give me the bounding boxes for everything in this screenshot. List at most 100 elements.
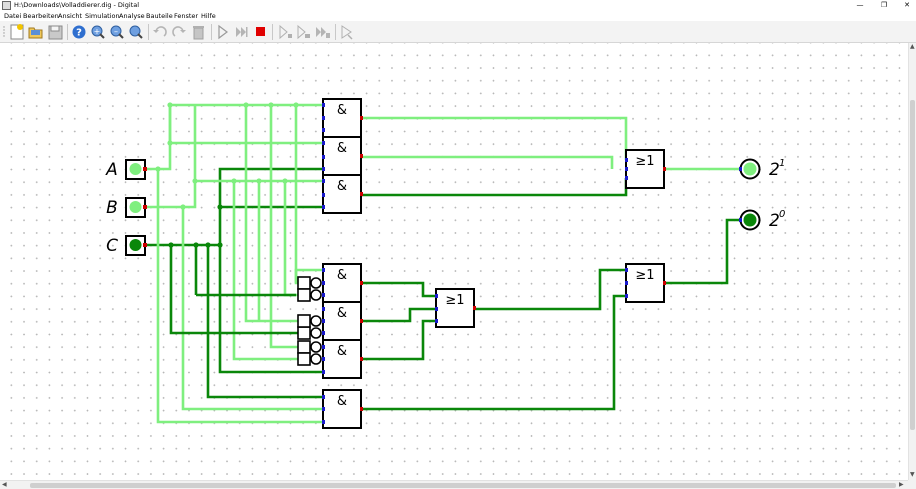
menu-bearbeiten[interactable]: Bearbeiten (23, 12, 59, 20)
wire-junction (180, 204, 186, 210)
scroll-right-icon[interactable]: ▶ (899, 481, 904, 488)
output-led (743, 213, 757, 227)
wire-junction (268, 102, 274, 108)
stop-icon[interactable] (256, 27, 265, 36)
run-icon[interactable] (218, 24, 228, 40)
input-C: C (106, 235, 147, 256)
wire (361, 281, 436, 298)
zoom-out-icon[interactable]: – (110, 25, 124, 39)
gate-input-pin (322, 167, 325, 171)
gate-output-pin (360, 281, 363, 285)
open-file-icon[interactable] (28, 27, 43, 39)
and-gate-1: & (322, 98, 363, 138)
gate-output-pin (360, 407, 363, 411)
gate-input-pin (322, 281, 325, 285)
inverter-bubble (310, 353, 322, 365)
wire (361, 319, 436, 361)
scroll-down-icon[interactable]: ▼ (910, 471, 915, 478)
gate-output-pin (360, 319, 363, 323)
minimize-button[interactable]: — (856, 1, 864, 9)
gate-input-pin (322, 155, 325, 159)
svg-text:?: ? (76, 28, 82, 39)
input-led (129, 163, 142, 175)
wire (169, 245, 308, 335)
input-label: A (105, 160, 118, 180)
gate-input-pin (322, 395, 325, 399)
toolbar: ? + – (0, 21, 916, 43)
gate-input-pin (322, 345, 325, 349)
and-gate-6: & (322, 339, 363, 379)
wire (361, 155, 614, 169)
or-gate-sum-partial: ≥1 (435, 288, 476, 328)
wire (294, 105, 308, 285)
gate-input-pin (322, 370, 325, 374)
gate-label: & (337, 344, 347, 359)
input-label: C (106, 236, 118, 256)
output-pin (739, 218, 742, 222)
horizontal-scrollbar[interactable]: ◀ ▶ (0, 480, 908, 489)
gate-input-pin (322, 293, 325, 297)
undo-icon[interactable] (153, 26, 167, 37)
step-forward-icon[interactable] (297, 24, 310, 40)
gate-output-pin (473, 306, 476, 310)
menu-hilfe[interactable]: Hilfe (201, 12, 216, 20)
wire (475, 268, 626, 311)
delete-icon[interactable] (193, 26, 204, 40)
vertical-scroll-thumb[interactable] (910, 100, 915, 430)
toolbar-icons: ? + – (3, 24, 353, 40)
wire (145, 105, 197, 209)
input-label: B (106, 198, 118, 218)
zoom-fit-icon[interactable] (129, 25, 143, 39)
save-icon[interactable] (48, 25, 63, 40)
inverter-bubble (310, 277, 322, 289)
fast-run-icon[interactable] (236, 27, 248, 37)
scroll-left-icon[interactable]: ◀ (2, 481, 7, 488)
gate-input-pin (625, 158, 628, 162)
wire-junction (167, 102, 173, 108)
wire-junction (155, 166, 161, 172)
analyse-icon[interactable] (341, 25, 353, 40)
menu-bar: Datei Bearbeiten Ansicht Simulation Anal… (0, 11, 916, 21)
gate-body (625, 263, 665, 303)
wire-junction (167, 140, 173, 146)
inverter (297, 288, 322, 302)
input-A: A (105, 159, 147, 180)
menu-datei[interactable]: Datei (4, 12, 22, 20)
close-button[interactable]: ✕ (904, 1, 910, 9)
inverter (297, 340, 322, 354)
menu-simulation[interactable]: Simulation (85, 12, 120, 20)
menu-ansicht[interactable]: Ansicht (58, 12, 83, 20)
inverter (297, 352, 322, 366)
gate-output-pin (663, 281, 666, 285)
menu-bauteile[interactable]: Bauteile (146, 12, 173, 20)
gate-input-pin (322, 407, 325, 411)
step-icon[interactable] (279, 24, 292, 40)
step-all-icon[interactable] (316, 27, 330, 38)
horizontal-scroll-thumb[interactable] (30, 483, 896, 488)
gate-label: & (337, 179, 347, 194)
gate-input-pin (625, 281, 628, 285)
and-gate-3: & (322, 174, 363, 214)
gate-input-pin (435, 307, 438, 311)
menu-analyse[interactable]: Analyse (119, 12, 145, 20)
vertical-scrollbar[interactable]: ▲ ▼ (908, 43, 916, 480)
gate-input-pin (435, 294, 438, 298)
new-file-icon[interactable] (10, 24, 24, 40)
scroll-up-icon[interactable]: ▲ (910, 43, 915, 50)
wire (232, 181, 308, 361)
output-led (743, 162, 757, 176)
redo-icon[interactable] (172, 26, 186, 37)
title-bar: H:\Downloads\Volladdierer.dig - Digital … (0, 0, 916, 11)
help-icon[interactable]: ? (72, 25, 86, 39)
maximize-button[interactable]: ❐ (880, 1, 888, 9)
output-label: 2 (769, 160, 780, 180)
menu-fenster[interactable]: Fenster (174, 12, 199, 20)
gate-output-pin (360, 116, 363, 120)
gate-input-pin (322, 420, 325, 424)
zoom-in-icon[interactable]: + (91, 25, 105, 39)
inverter-bubble (310, 327, 322, 339)
svg-text:+: + (94, 27, 101, 36)
wire-junction (168, 242, 174, 248)
